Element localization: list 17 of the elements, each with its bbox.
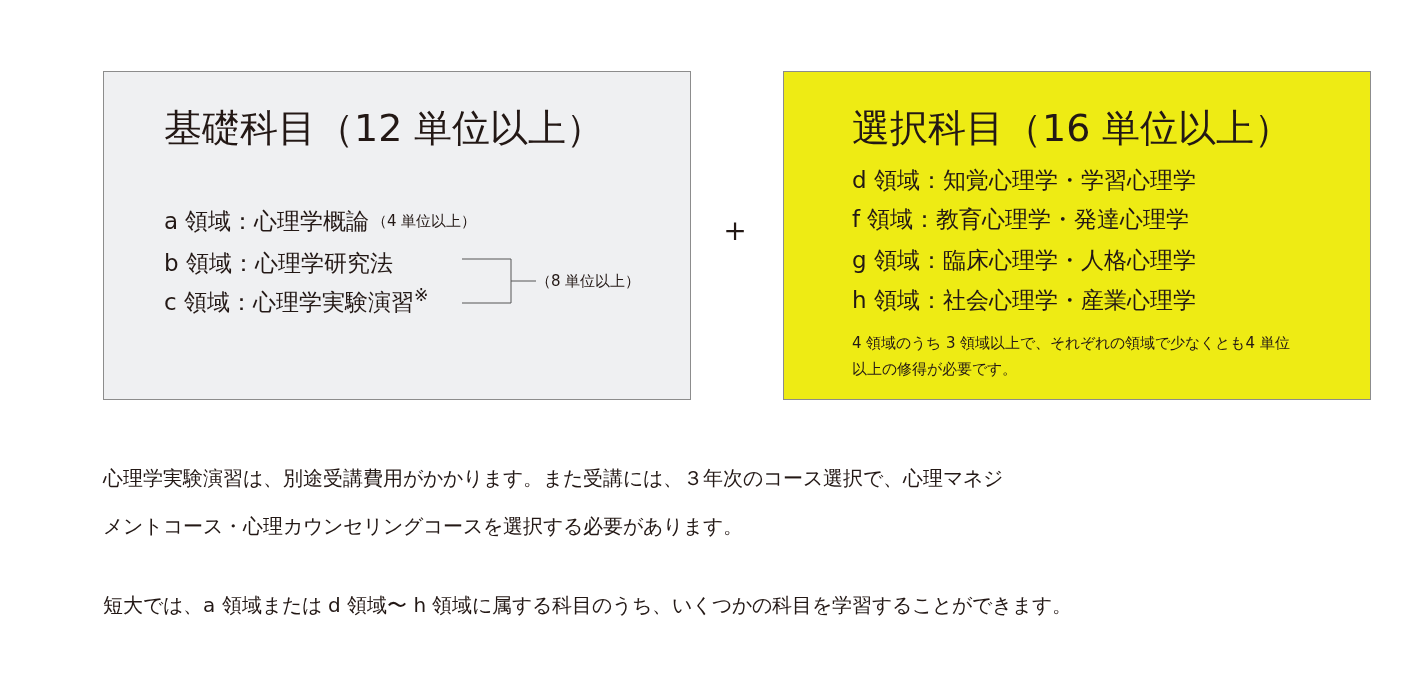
subject-line: b 領域：心理学研究法 (164, 249, 393, 278)
subject-line: g 領域：臨床心理学・人格心理学 (852, 246, 1196, 275)
credit-note: （8 単位以上） (536, 271, 641, 292)
plus-sign: ＋ (718, 208, 750, 251)
box-title: 選択科目（16 単位以上） (852, 105, 1293, 152)
note-text: 心理学実験演習は、別途受講費用がかかります。また受講には、３年次のコース選択で、心理マネジメントコース・心理カウンセリングコースを選択する必要があります。 (103, 465, 1003, 540)
subject-line: d 領域：知覚心理学・学習心理学 (852, 166, 1196, 195)
subject-line: a 領域：心理学概論 (164, 207, 370, 236)
subject-line: c 領域：心理学実験演習$^{※}$ (164, 285, 429, 317)
note-text: 短大では、a 領域または d 領域〜 h 領域に属する科目のうち、いくつかの科目を学習することができます。 (103, 592, 1074, 619)
subject-panel (103, 71, 691, 400)
requirement-note: 4 領域のうち 3 領域以上で、それぞれの領域で少なくとも4 単位以上の修得が必要です。 (852, 333, 1291, 381)
subject-line: f 領域：教育心理学・発達心理学 (852, 205, 1190, 234)
subject-line: h 領域：社会心理学・産業心理学 (852, 286, 1196, 315)
credit-note: （4 単位以上） (372, 211, 477, 232)
box-title: 基礎科目（12 単位以上） (164, 105, 605, 152)
subject-panel (783, 71, 1371, 400)
